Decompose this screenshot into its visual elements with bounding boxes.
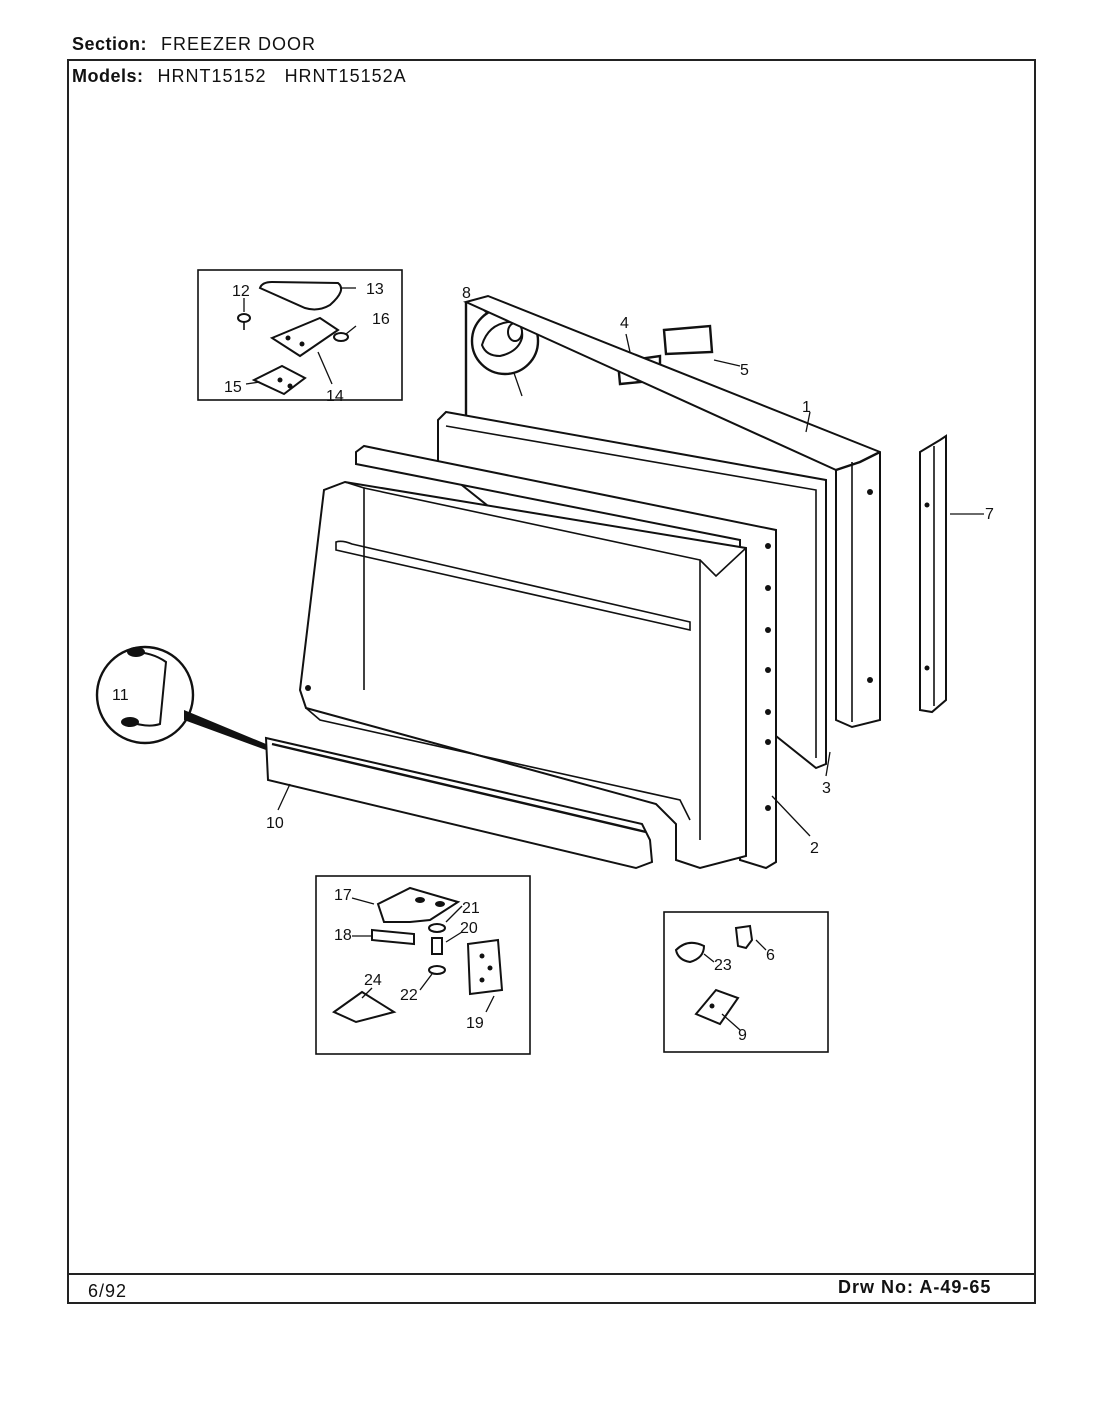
bottom-hinge-bracket bbox=[376, 886, 461, 923]
side-trim bbox=[919, 434, 984, 714]
hinge-cover-24 bbox=[332, 990, 397, 1024]
callout-21: 21 bbox=[462, 900, 480, 917]
hinge-washer-16 bbox=[333, 332, 349, 342]
plug-5 bbox=[662, 324, 714, 356]
callout-20: 20 bbox=[460, 920, 478, 937]
callout-8: 8 bbox=[462, 285, 471, 302]
callout-17: 17 bbox=[334, 887, 352, 904]
callout-24: 24 bbox=[364, 972, 382, 989]
top-hinge bbox=[269, 316, 340, 358]
callout-7: 7 bbox=[985, 506, 994, 523]
trim-7 bbox=[919, 434, 947, 714]
footer-divider bbox=[67, 1273, 1036, 1275]
callout-5: 5 bbox=[740, 362, 749, 379]
drawing-number: Drw No: A-49-65 bbox=[838, 1277, 992, 1297]
hinge-plate-19 bbox=[466, 938, 504, 996]
liner-frame-2 bbox=[355, 444, 777, 870]
callout-2: 2 bbox=[810, 840, 819, 857]
drawing-frame bbox=[67, 59, 1036, 1304]
inset-box-misc bbox=[663, 911, 829, 1053]
callout-12: 12 bbox=[232, 283, 250, 300]
door-liner-body bbox=[298, 480, 747, 870]
callout-6: 6 bbox=[766, 947, 775, 964]
callout-22: 22 bbox=[400, 987, 418, 1004]
model-1: HRNT15152 bbox=[157, 66, 267, 86]
callout-18: 18 bbox=[334, 927, 352, 944]
callout-10: 10 bbox=[266, 815, 284, 832]
section-label: Section: bbox=[72, 34, 148, 54]
inset-misc-parts bbox=[663, 911, 829, 1053]
inner-door-liner bbox=[355, 444, 811, 870]
inset-top-hinge bbox=[197, 269, 403, 401]
liner-shelf-rail bbox=[335, 540, 691, 632]
callout-19: 19 bbox=[466, 1015, 484, 1032]
hinge-cover bbox=[258, 280, 343, 311]
hinge-pin-20 bbox=[431, 937, 443, 955]
models-label: Models: bbox=[72, 66, 144, 86]
shelf-bar-10 bbox=[264, 736, 654, 870]
callout-9: 9 bbox=[738, 1027, 747, 1044]
plug-23 bbox=[674, 941, 706, 964]
clip-9 bbox=[694, 988, 740, 1026]
callout-11: 11 bbox=[112, 687, 129, 704]
hinge-shim-18 bbox=[371, 928, 415, 946]
outer-door-1 bbox=[463, 294, 881, 729]
callout-labels: 1 2 3 4 5 6 7 8 9 10 11 12 13 14 15 16 1… bbox=[112, 281, 994, 1044]
section-value: FREEZER DOOR bbox=[161, 34, 317, 54]
inset-bottom-hinge bbox=[315, 875, 531, 1055]
detail-circle-11 bbox=[95, 645, 195, 745]
models-line: Models: HRNT15152 HRNT15152A bbox=[72, 66, 407, 87]
callout-15: 15 bbox=[224, 379, 242, 396]
section-title: Section: FREEZER DOOR bbox=[72, 34, 316, 55]
callout-4: 4 bbox=[620, 315, 629, 332]
hinge-screw-12 bbox=[237, 313, 251, 323]
footer-date: 6/92 bbox=[88, 1281, 128, 1301]
inset-box-bottom-hinge bbox=[315, 875, 531, 1055]
outer-door-panel bbox=[463, 294, 881, 729]
shelf-bar bbox=[264, 736, 654, 870]
bar-end-cap bbox=[129, 651, 168, 727]
door-liner-body-2 bbox=[298, 480, 747, 870]
callout-23: 23 bbox=[714, 957, 732, 974]
fastener-6 bbox=[734, 924, 754, 950]
model-2: HRNT15152A bbox=[284, 66, 407, 86]
callout-1: 1 bbox=[802, 399, 811, 416]
callout-13: 13 bbox=[366, 281, 384, 298]
detail-11-bar-end bbox=[95, 645, 266, 750]
callout-14: 14 bbox=[326, 388, 344, 405]
inset-box-top-hinge bbox=[197, 269, 403, 401]
washer-22 bbox=[428, 965, 446, 975]
callout-16: 16 bbox=[372, 311, 390, 328]
callout-3: 3 bbox=[822, 780, 831, 797]
washer-21 bbox=[428, 923, 446, 933]
